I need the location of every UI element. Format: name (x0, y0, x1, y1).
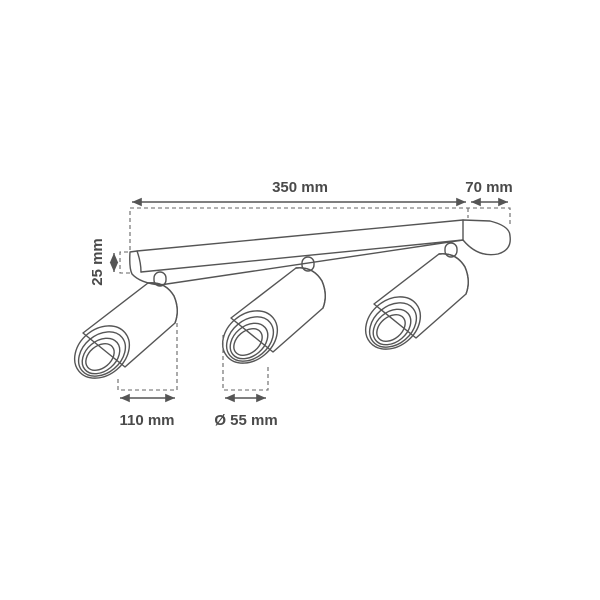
dimension-arrows (109, 197, 508, 403)
diameter-label: Ø 55 mm (214, 412, 277, 429)
mounting-bar (129, 219, 511, 286)
spotlight-3 (354, 242, 469, 361)
spotlight-1 (63, 271, 178, 390)
height-label: 25 mm (89, 238, 106, 286)
projection-label: 110 mm (119, 412, 174, 429)
length-label: 350 mm (272, 179, 328, 196)
width-label: 70 mm (465, 179, 513, 196)
dimension-guides (117, 207, 511, 391)
